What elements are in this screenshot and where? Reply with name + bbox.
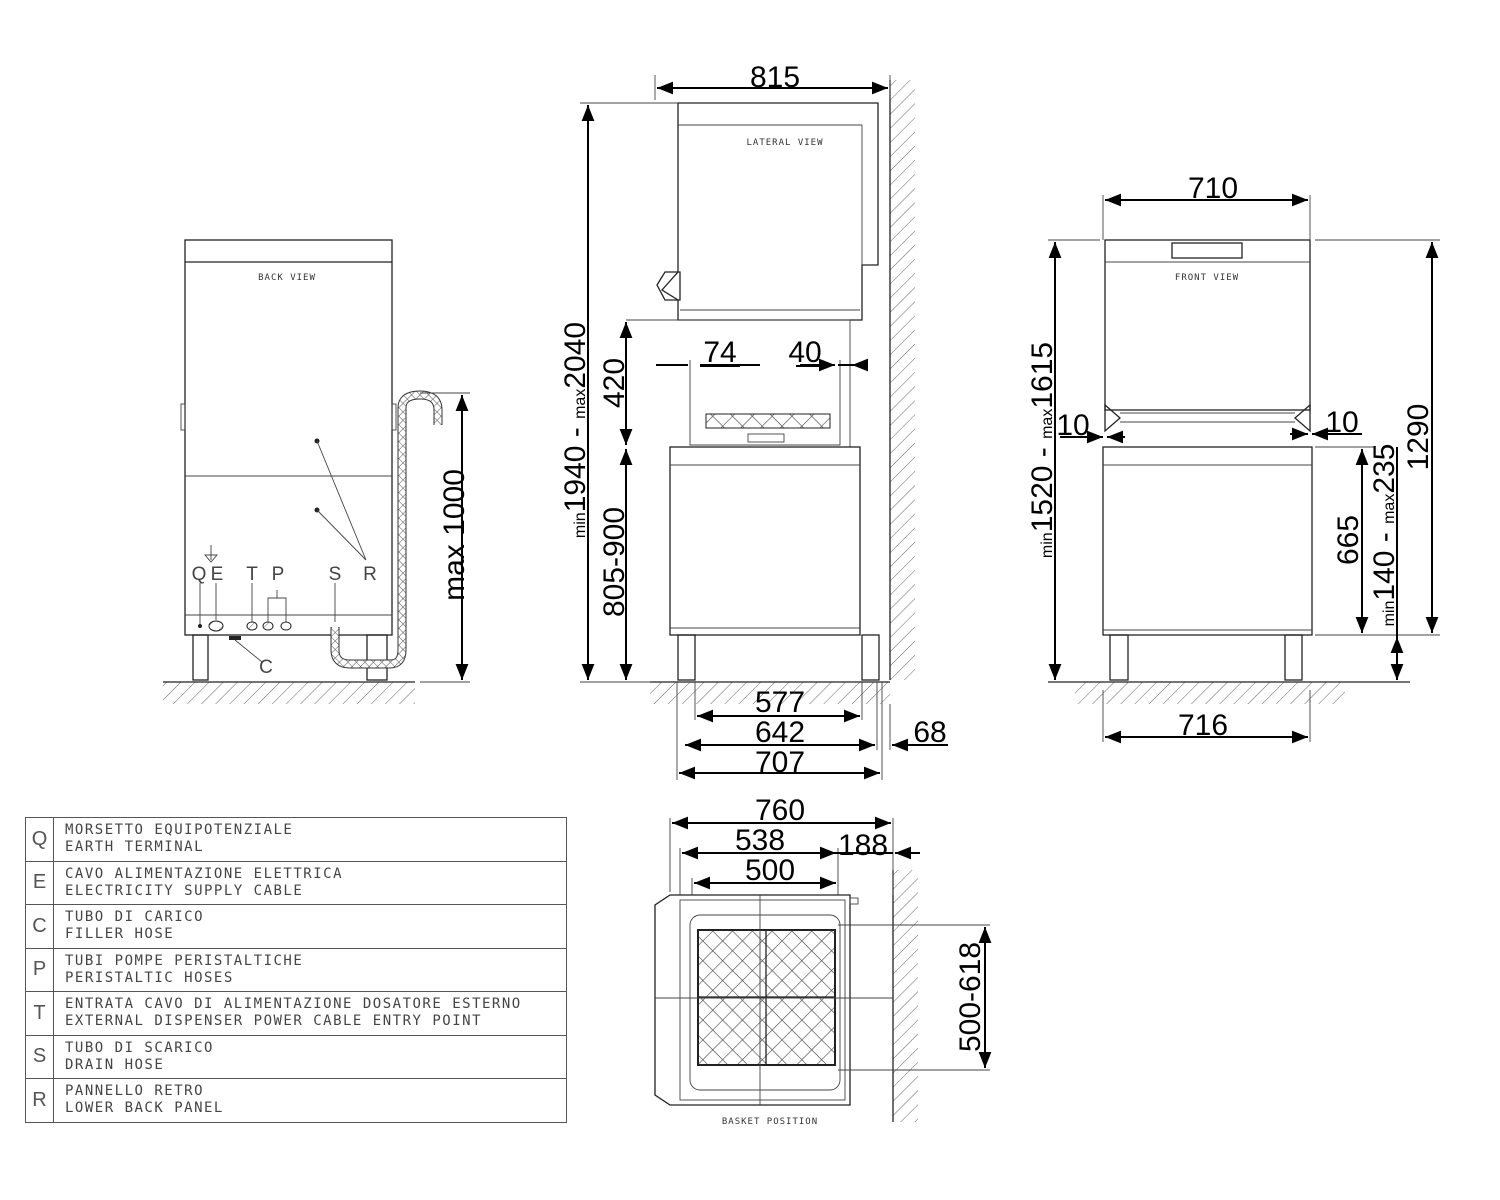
legend-key: Q <box>25 817 54 862</box>
legend-english: LOWER BACK PANEL <box>65 1100 224 1117</box>
legend-key: T <box>25 991 54 1036</box>
legend-english: FILLER HOSE <box>65 926 175 943</box>
legend-key: E <box>25 860 54 905</box>
dim-basket-538: 538 <box>735 824 785 857</box>
legend-italian: TUBO DI CARICO <box>65 909 205 926</box>
dim-lateral-707: 707 <box>755 746 805 779</box>
dim-lateral-height: min1940 - max2040 <box>559 322 592 538</box>
earth-symbol-icon <box>204 545 218 563</box>
legend-key: P <box>25 947 54 992</box>
dim-lateral-74: 74 <box>703 336 736 369</box>
legend-italian: ENTRATA CAVO DI ALIMENTAZIONE DOSATORE E… <box>65 996 522 1013</box>
dim-front-width: 710 <box>1188 172 1238 205</box>
dim-basket-188: 188 <box>838 829 888 862</box>
legend-english: ELECTRICITY SUPPLY CABLE <box>65 882 304 899</box>
front-view: FRONT VIEW 710 716 min1520 - max1615 129… <box>1026 172 1440 744</box>
drain-hose <box>330 390 443 669</box>
legend-italian: MORSETTO EQUIPOTENZIALE <box>65 822 294 839</box>
dim-lateral-40: 40 <box>788 336 821 369</box>
label-r: R <box>363 564 377 585</box>
legend-english: PERISTALTIC HOSES <box>65 969 234 986</box>
back-view-label: BACK VIEW <box>258 273 316 283</box>
legend-key: R <box>25 1078 54 1123</box>
dim-back-height: max 1000 <box>438 469 471 601</box>
legend-row: T ENTRATA CAVO DI ALIMENTAZIONE DOSATORE … <box>25 991 567 1036</box>
legend-italian: PANNELLO RETRO <box>65 1083 205 1100</box>
dim-front-height: min1520 - max1615 <box>1026 342 1059 558</box>
label-s: S <box>329 564 342 585</box>
dim-front-feet: min140 - max235 <box>1368 444 1401 627</box>
dim-front-right-10: 10 <box>1325 406 1358 439</box>
label-e: E <box>211 564 224 585</box>
dim-front-1290: 1290 <box>1402 404 1435 471</box>
dim-lateral-577: 577 <box>755 686 805 719</box>
dim-front-665: 665 <box>1332 515 1365 565</box>
dim-lateral-642: 642 <box>755 716 805 749</box>
label-c: C <box>259 657 273 678</box>
dim-front-base: 716 <box>1178 709 1228 742</box>
dim-front-left-10: 10 <box>1056 409 1089 442</box>
back-view: BACK VIEW Q E T P S R C max 1000 <box>163 239 471 704</box>
front-view-label: FRONT VIEW <box>1175 273 1239 283</box>
basket-position-label: BASKET POSITION <box>722 1117 818 1127</box>
label-p: P <box>272 564 285 585</box>
legend-italian: TUBI POMPE PERISTALTICHE <box>65 952 304 969</box>
dim-basket-760: 760 <box>755 794 805 827</box>
legend-key: C <box>25 904 54 949</box>
dim-lateral-420: 420 <box>598 358 631 408</box>
dim-lateral-width: 815 <box>750 61 800 94</box>
legend-italian: TUBO DI SCARICO <box>65 1039 214 1056</box>
dim-lateral-805-900: 805-900 <box>598 507 631 617</box>
dim-basket-500: 500 <box>745 854 795 887</box>
legend-english: EARTH TERMINAL <box>65 839 205 856</box>
dim-basket-depth: 500-618 <box>954 942 987 1052</box>
legend-key: S <box>25 1034 54 1079</box>
lateral-view-label: LATERAL VIEW <box>746 138 823 148</box>
lateral-view: LATERAL VIEW 815 min1940 - max2040 420 8… <box>559 61 948 780</box>
legend-english: DRAIN HOSE <box>65 1056 165 1073</box>
label-t: T <box>246 564 258 585</box>
legend-italian: CAVO ALIMENTAZIONE ELETTRICA <box>65 865 344 882</box>
basket-position-view: BASKET POSITION 760 538 188 500 500-618 <box>654 794 992 1127</box>
dim-lateral-68: 68 <box>913 716 946 749</box>
legend-english: EXTERNAL DISPENSER POWER CABLE ENTRY POI… <box>65 1013 483 1030</box>
label-q: Q <box>192 564 207 585</box>
